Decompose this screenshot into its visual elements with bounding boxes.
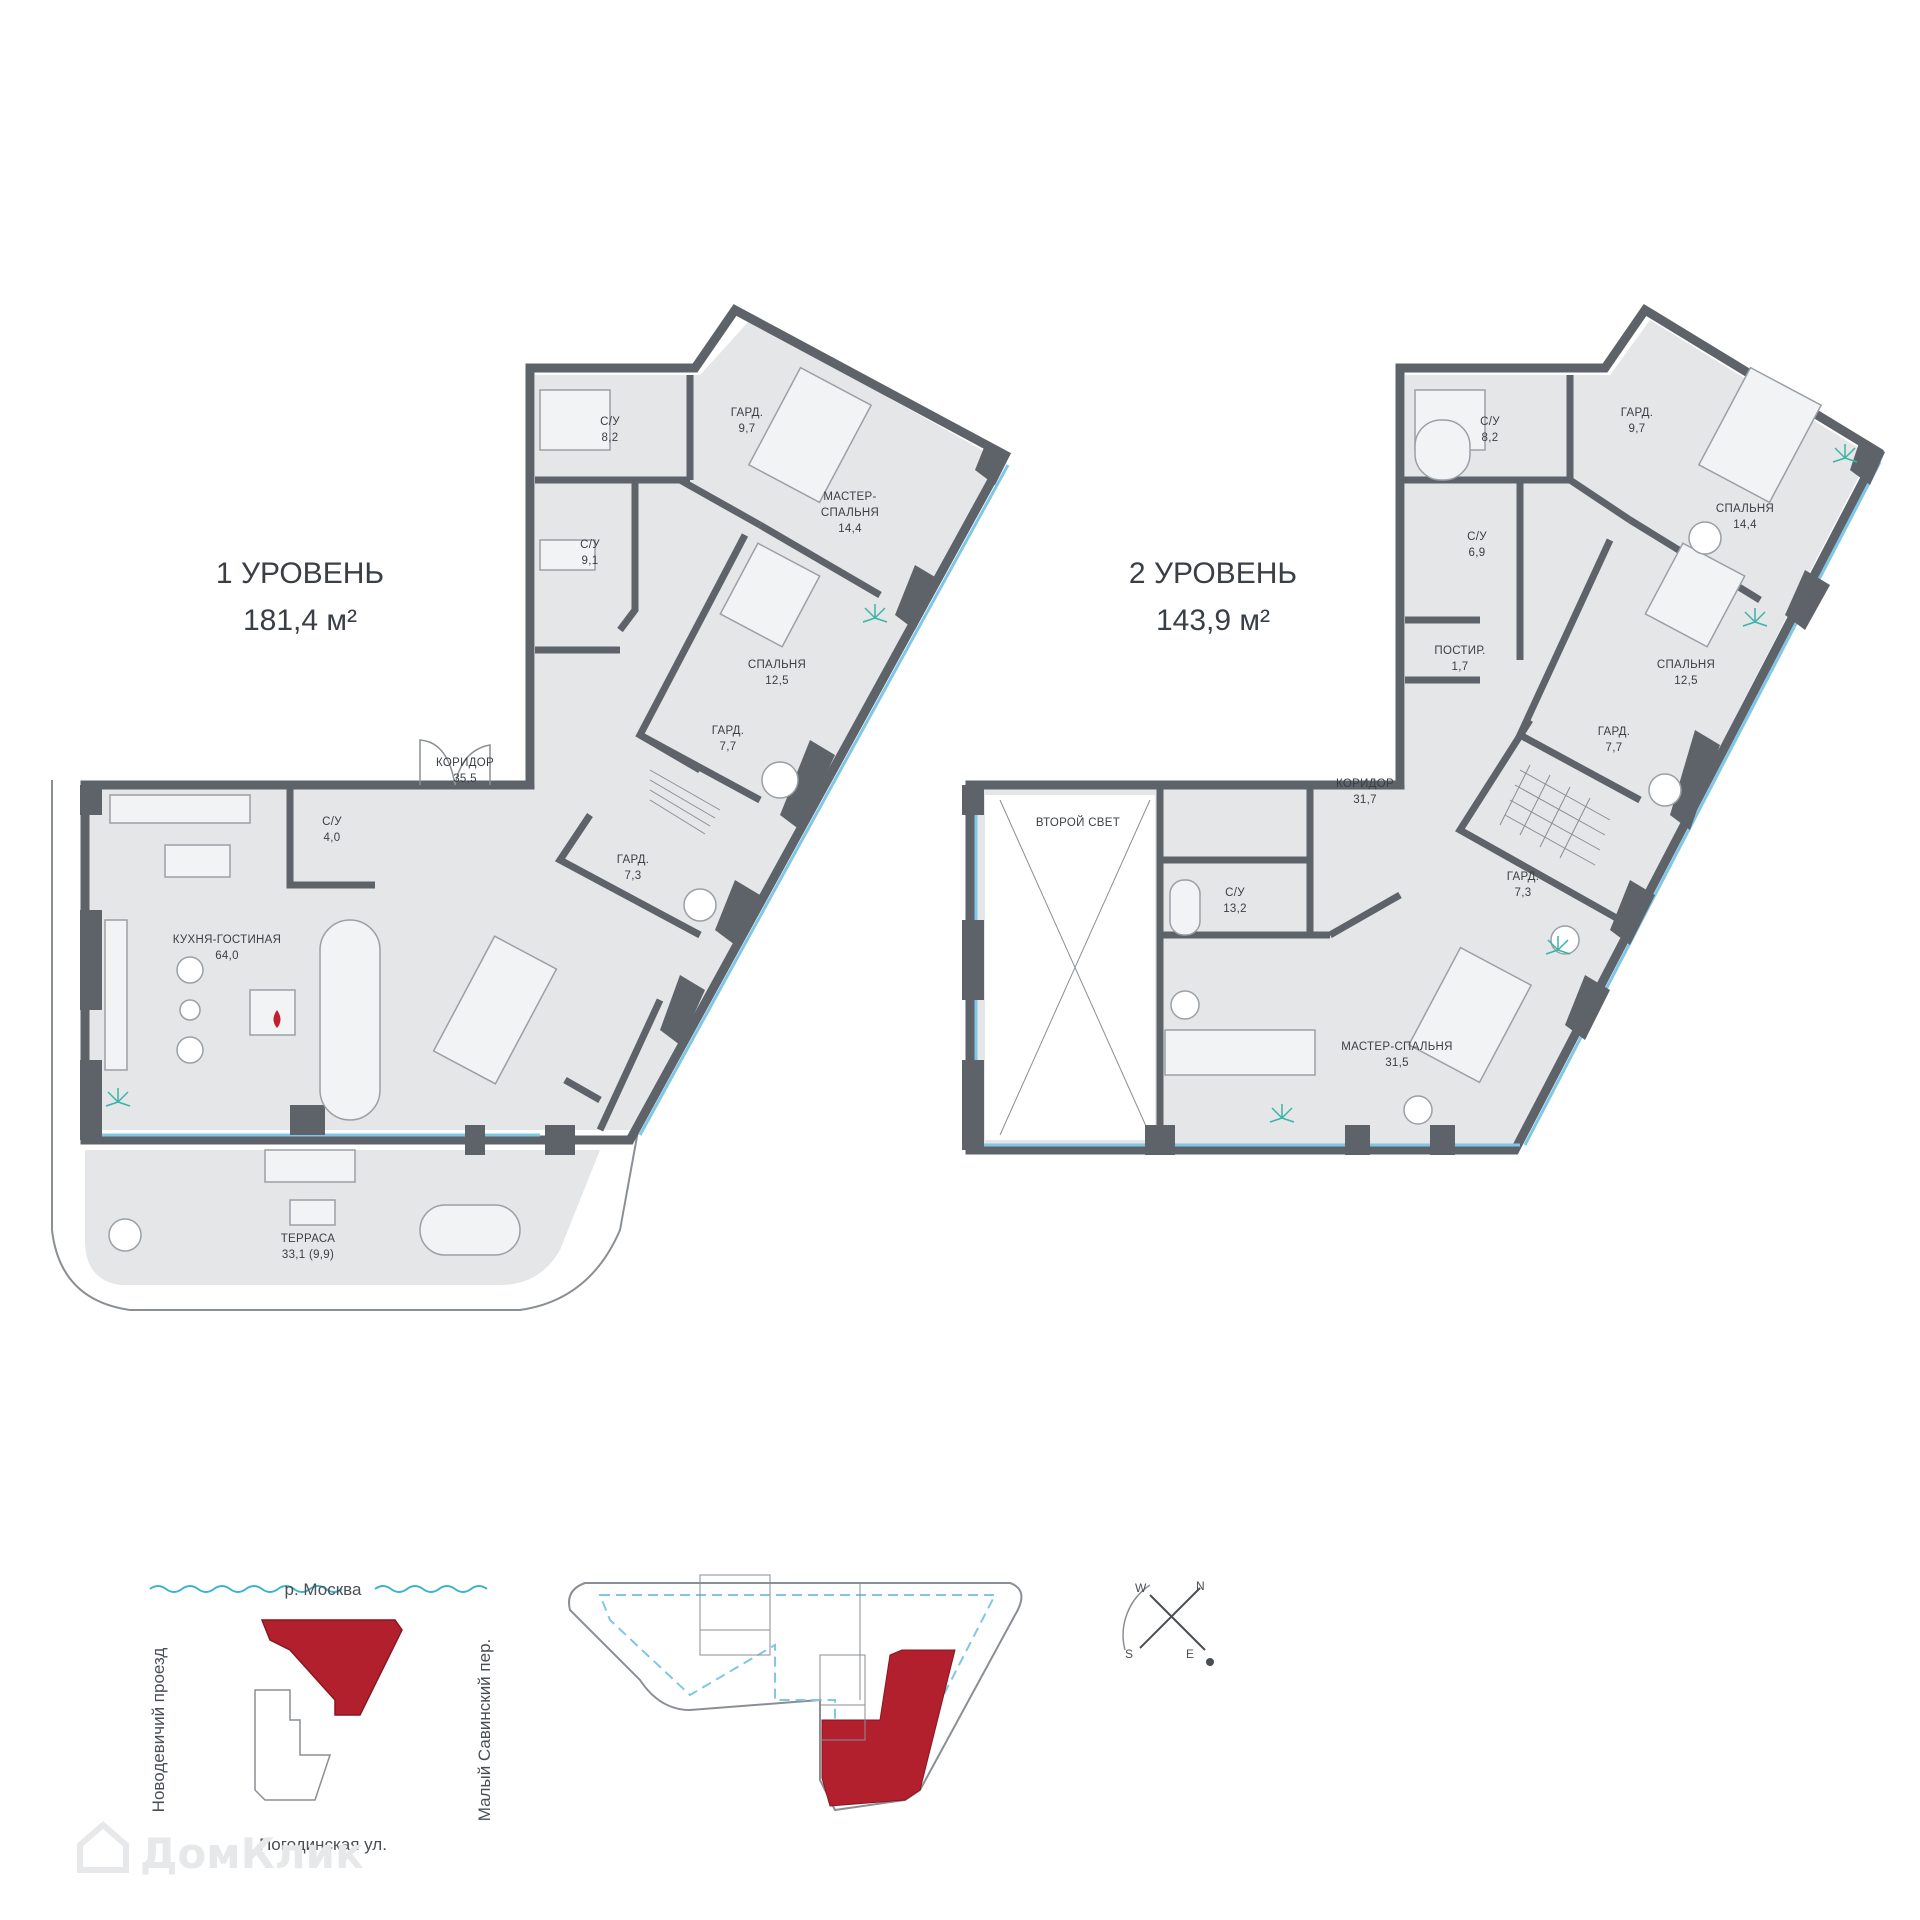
street-left-label: Новодевичий проезд (149, 1648, 168, 1813)
level-1-window-line (638, 464, 1010, 1136)
room-label: МАСТЕР-СПАЛЬНЯ (1341, 1041, 1453, 1053)
room-area: 7,3 (1515, 887, 1532, 899)
key-plan-cores (699, 1574, 866, 1741)
level-1-columns (80, 445, 1010, 1155)
room-area: 31,5 (1385, 1057, 1409, 1069)
room-label-2: СПАЛЬНЯ (821, 507, 879, 519)
level-1-inner-walls (286, 375, 882, 1132)
neighbor-building (254, 1689, 332, 1801)
level-2-title: 2 УРОВЕНЬ (1129, 557, 1297, 590)
room-area: 33,1 (9,9) (282, 1249, 334, 1261)
room-area: 9,1 (582, 555, 599, 567)
level-1-floor (85, 320, 1000, 1130)
room-area: 35,5 (453, 773, 477, 785)
level-1-furniture (104, 366, 873, 1256)
room-label: С/У (1480, 416, 1500, 428)
second-light-void (985, 795, 1155, 1140)
watermark: ДомКлик (77, 1821, 364, 1878)
fireplace-flame-icon (273, 1010, 281, 1028)
key-plan-outline (568, 1582, 1023, 1812)
plant-icon (105, 604, 888, 1107)
room-area: 12,5 (765, 675, 789, 687)
level-1-outer-wall (80, 304, 1012, 1145)
level-1-title: 1 УРОВЕНЬ (216, 557, 384, 590)
level-1-stairs (649, 769, 721, 835)
room-area: 6,9 (1469, 547, 1486, 559)
room-label: СПАЛЬНЯ (748, 659, 806, 671)
entrance-door (419, 739, 491, 786)
room-label: СПАЛЬНЯ (1657, 659, 1715, 671)
compass-icon: N W S E (1122, 1579, 1214, 1666)
second-light-cross (999, 799, 1151, 1136)
room-label: ГАРД. (1598, 726, 1631, 738)
plant-icon-2 (1269, 444, 1858, 1123)
room-area: 7,3 (625, 870, 642, 882)
river-wave (149, 1585, 343, 1593)
key-plan-apartment (821, 1649, 956, 1807)
level-2-room-labels: С/У 8,2 ГАРД. 9,7 СПАЛЬНЯ 14,4 С/У 6,9 П… (1036, 407, 1774, 1069)
room-area: 9,7 (1629, 423, 1646, 435)
room-area: 12,5 (1674, 675, 1698, 687)
room-area: 8,2 (602, 432, 619, 444)
room-label: ГАРД. (1507, 871, 1540, 883)
compass-s: S (1125, 1647, 1133, 1661)
level-1-plan (51, 304, 1012, 1311)
room-label: КОРИДОР (436, 757, 494, 769)
room-label: ВТОРОЙ СВЕТ (1036, 816, 1120, 829)
key-plan-inner (598, 1594, 997, 1792)
level-2-columns (962, 440, 1885, 1155)
room-area: 14,4 (838, 523, 862, 535)
level-2-area: 143,9 м² (1156, 604, 1270, 637)
level-1-area: 181,4 м² (243, 604, 357, 637)
room-label: С/У (1467, 531, 1487, 543)
compass-e: E (1186, 1647, 1194, 1661)
highlighted-building (260, 1619, 403, 1716)
watermark-text: ДомКлик (140, 1829, 364, 1878)
room-area: 14,4 (1733, 519, 1757, 531)
room-area: 7,7 (720, 741, 737, 753)
level-1-chairs (108, 761, 799, 1252)
room-area: 1,7 (1452, 661, 1469, 673)
room-label: ГАРД. (712, 725, 745, 737)
room-area: 64,0 (215, 950, 239, 962)
watermark-home-icon (77, 1821, 129, 1873)
street-right-label: Малый Савинский пер. (475, 1639, 494, 1822)
river-wave-2 (374, 1585, 488, 1593)
room-label: С/У (580, 539, 600, 551)
room-label: С/У (322, 816, 342, 828)
room-area: 4,0 (324, 832, 341, 844)
room-label: КОРИДОР (1336, 778, 1394, 790)
room-area: 31,7 (1353, 794, 1377, 806)
level-2-stairs (1499, 764, 1611, 866)
key-plan (568, 1574, 1023, 1812)
room-area: 7,7 (1606, 742, 1623, 754)
room-label: С/У (1225, 887, 1245, 899)
room-label: ПОСТИР. (1434, 645, 1485, 657)
level-2-plan (962, 303, 1885, 1155)
level-2-inner-walls (1156, 375, 1762, 1145)
street-bottom-label: Погодинская ул. (259, 1835, 387, 1854)
terrace-outline (51, 780, 641, 1311)
river-label: р. Москва (285, 1580, 362, 1599)
room-label: С/У (600, 416, 620, 428)
room-label: КУХНЯ-ГОСТИНАЯ (173, 934, 281, 946)
level-2-furniture (1164, 366, 1823, 1084)
room-label: ГАРД. (617, 854, 650, 866)
room-label: СПАЛЬНЯ (1716, 503, 1774, 515)
room-area: 9,7 (739, 423, 756, 435)
room-label: ГАРД. (1621, 407, 1654, 419)
room-area: 8,2 (1482, 432, 1499, 444)
level-1-room-labels: С/У 8,2 ГАРД. 9,7 МАСТЕР- СПАЛЬНЯ 14,4 С… (173, 407, 879, 1261)
site-map: р. Москва Новодевичий проезд Малый Савин… (149, 1580, 494, 1854)
compass-w: W (1135, 1581, 1147, 1595)
room-label: ТЕРРАСА (281, 1233, 336, 1245)
room-label: ГАРД. (731, 407, 764, 419)
room-label: МАСТЕР- (823, 491, 876, 503)
compass-n: N (1196, 1579, 1205, 1593)
level-2-chairs (1170, 521, 1722, 1125)
room-area: 13,2 (1223, 903, 1247, 915)
